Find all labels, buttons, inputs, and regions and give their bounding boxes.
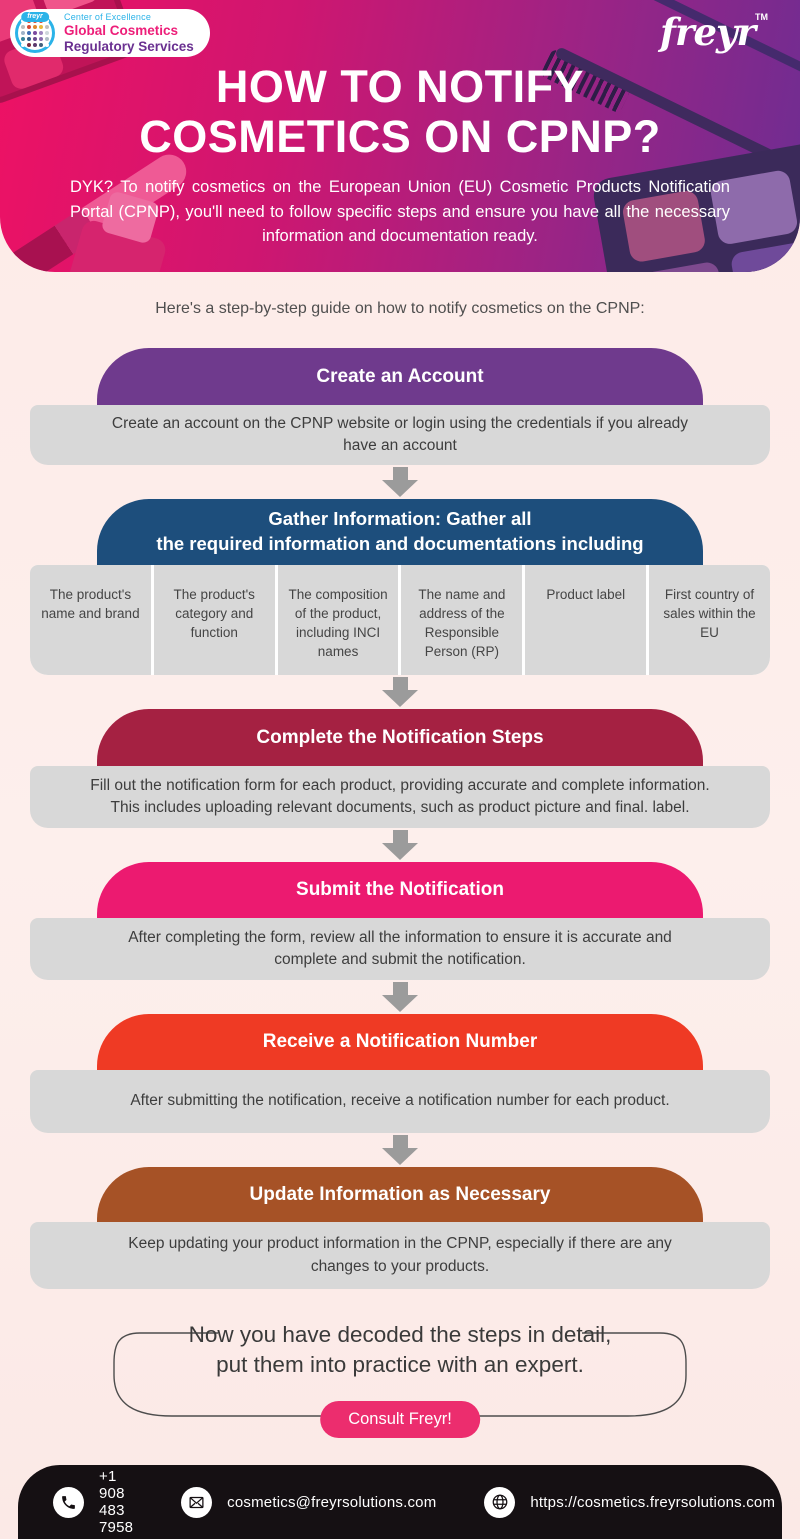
step-title: Submit the Notification [296, 879, 504, 900]
footer-email-address: cosmetics@freyrsolutions.com [227, 1493, 437, 1511]
coe-dot [27, 43, 31, 47]
info-column: The composition of the product, includin… [277, 565, 399, 675]
step-title: Update Information as Necessary [249, 1183, 551, 1205]
step-title: Complete the Notification Steps [256, 726, 544, 748]
info-column: The name and address of the Responsible … [401, 565, 523, 675]
coe-line: Global Cosmetics [64, 22, 179, 38]
coe-logo-icon: freyr [15, 12, 55, 53]
step-header-gather-information: Gather Information: Gather all the requi… [97, 499, 703, 565]
step-header-complete-notification: Complete the Notification Steps [97, 709, 703, 766]
coe-dot [27, 25, 31, 29]
consult-freyr-button[interactable]: Consult Freyr! [320, 1401, 480, 1438]
step-body-text: After completing the form, review all th… [128, 928, 672, 968]
coe-dot [21, 43, 25, 47]
info-column: First country of sales within the EU [649, 565, 770, 675]
step-title: Receive a Notification Number [262, 1031, 538, 1052]
step-body-update-information: Keep updating your product information i… [30, 1222, 770, 1289]
info-column: The product's name and brand [30, 565, 151, 675]
step-body-text: Fill out the notification form for each … [90, 776, 710, 816]
trademark-symbol: TM [755, 12, 768, 22]
step-title: Create an Account [316, 365, 484, 387]
footer-phone[interactable]: +1 908 483 7958 [53, 1468, 133, 1536]
coe-line: Regulatory Services [64, 38, 194, 54]
coe-dot [21, 25, 25, 29]
coe-dot [33, 43, 37, 47]
cta-section: Now you have decoded the steps in detail… [0, 1317, 800, 1447]
step-header-submit-notification: Submit the Notification [97, 862, 703, 918]
footer-website[interactable]: https://cosmetics.freyrsolutions.com [484, 1486, 776, 1518]
phone-icon [53, 1486, 84, 1518]
coe-dot-grid [21, 19, 49, 47]
hero-description: DYK? To notify cosmetics on the European… [70, 177, 730, 246]
freyr-wordmark: freyr [660, 10, 756, 54]
freyr-logo: freyrTM [660, 10, 768, 54]
title-line-1: HOW TO NOTIFY [215, 61, 585, 112]
page-title: HOW TO NOTIFY COSMETICS ON CPNP? [0, 61, 800, 163]
cta-bracket-decoration [113, 1332, 687, 1417]
email-icon [181, 1486, 213, 1518]
coe-dot [21, 37, 25, 41]
footer-website-url: https://cosmetics.freyrsolutions.com [530, 1493, 776, 1511]
gather-information-columns: The product's name and brand The product… [30, 565, 770, 675]
intro-text: Here's a step-by-step guide on how to no… [155, 300, 645, 317]
title-line-2: COSMETICS ON CPNP? [139, 111, 661, 163]
step-body-create-account: Create an account on the CPNP website or… [30, 405, 770, 465]
down-arrow-icon [0, 675, 800, 709]
info-column: The product's category and function [153, 565, 275, 675]
coe-dot [33, 31, 37, 35]
coe-dot [33, 25, 37, 29]
cta-line-1: Now you have decoded the steps in detail… [188, 1322, 612, 1347]
coe-dot [45, 43, 49, 47]
info-column: Product label [525, 565, 647, 675]
step-body-complete-notification: Fill out the notification form for each … [30, 766, 770, 828]
down-arrow-icon [0, 1133, 800, 1167]
hero-header: freyr Center of Excellence Global Cosmet… [0, 0, 800, 272]
coe-badge-text: Center of Excellence Global Cosmetics Re… [64, 12, 194, 54]
down-arrow-icon [0, 980, 800, 1014]
step-header-receive-number: Receive a Notification Number [97, 1014, 703, 1070]
footer-bar: +1 908 483 7958 cosmetics@freyrsolutions… [18, 1465, 782, 1539]
cta-text: Now you have decoded the steps in detail… [0, 1317, 800, 1381]
footer-phone-number: +1 908 483 7958 [99, 1468, 134, 1536]
step-body-text: After submitting the notification, recei… [130, 1092, 670, 1110]
step-header-update-information: Update Information as Necessary [97, 1167, 703, 1222]
coe-badge: freyr Center of Excellence Global Cosmet… [10, 9, 210, 57]
freyr-mini-logo: freyr [21, 12, 49, 23]
coe-dot [45, 31, 49, 35]
coe-line: Center of Excellence [64, 11, 152, 22]
cta-line-2: put them into practice with an expert. [216, 1352, 584, 1378]
step-body-receive-number: After submitting the notification, recei… [30, 1070, 770, 1133]
coe-dot [45, 25, 49, 29]
coe-dot [27, 37, 31, 41]
coe-dot [39, 25, 43, 29]
step-body-text: Keep updating your product information i… [128, 1235, 672, 1275]
coe-dot [33, 37, 37, 41]
coe-dot [39, 31, 43, 35]
coe-dot [39, 43, 43, 47]
down-arrow-icon [0, 828, 800, 862]
coe-dot [45, 37, 49, 41]
globe-icon [484, 1486, 516, 1518]
coe-dot [21, 31, 25, 35]
step-header-create-account: Create an Account [97, 348, 703, 405]
step-body-submit-notification: After completing the form, review all th… [30, 918, 770, 980]
step-title-line-2: the required information and documentati… [156, 533, 644, 554]
footer-email[interactable]: cosmetics@freyrsolutions.com [181, 1486, 437, 1518]
coe-dot [27, 31, 31, 35]
down-arrow-icon [0, 465, 800, 499]
step-body-text: Create an account on the CPNP website or… [111, 414, 689, 454]
step-title-line-1: Gather Information: Gather all [268, 508, 532, 530]
coe-dot [39, 37, 43, 41]
